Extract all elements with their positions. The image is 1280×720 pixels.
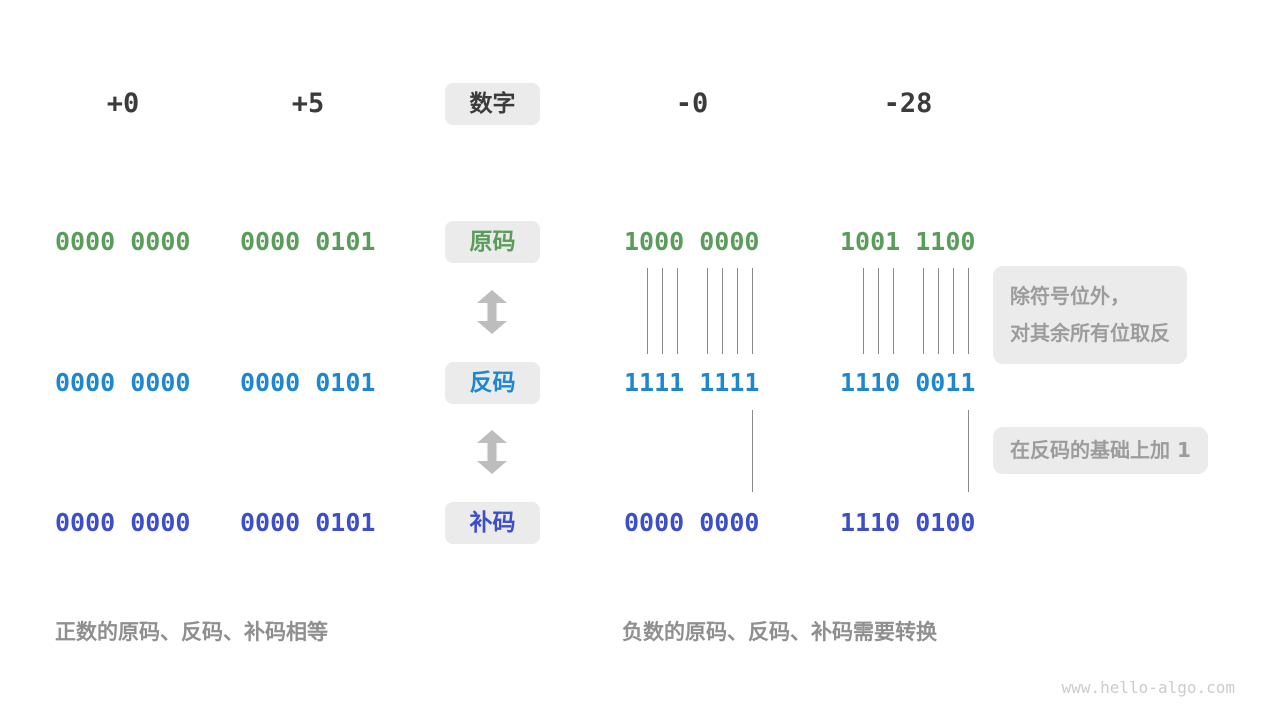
bit-connector-line <box>646 268 648 354</box>
twos-complement-plus5: 0000 0101 <box>240 508 376 537</box>
twos-complement-badge: 补码 <box>445 502 540 544</box>
ones-complement-badge: 反码 <box>445 362 540 404</box>
header-value-plus5: +5 <box>291 88 325 119</box>
ones-complement-minus28: 1110 0011 <box>840 368 976 397</box>
ones-complement-plus0: 0000 0000 <box>55 368 191 397</box>
bit-connector-line <box>706 268 709 354</box>
bit-connector-line <box>736 268 739 354</box>
ones-complement-plus5: 0000 0101 <box>240 368 376 397</box>
bit-connector-line <box>937 268 940 354</box>
bit-connector-line <box>922 268 925 354</box>
bit-connector-line <box>967 268 970 354</box>
positive-numbers-caption: 正数的原码、反码、补码相等 <box>55 620 328 644</box>
bit-connector-line <box>892 268 895 354</box>
sign-magnitude-minus0: 1000 0000 <box>624 227 760 256</box>
bit-connector-line <box>751 410 754 492</box>
bit-connector-line <box>877 268 880 354</box>
sign-magnitude-badge: 原码 <box>445 221 540 263</box>
twos-complement-minus0: 0000 0000 <box>624 508 760 537</box>
sign-magnitude-plus5: 0000 0101 <box>240 227 376 256</box>
twos-complement-minus28: 1110 0100 <box>840 508 976 537</box>
bit-connector-line <box>721 268 724 354</box>
sign-magnitude-minus28: 1001 1100 <box>840 227 976 256</box>
bit-connector-line <box>751 268 754 354</box>
invert-bits-note: 除符号位外， 对其余所有位取反 <box>993 266 1187 364</box>
bit-connector-line <box>952 268 955 354</box>
watermark: www.hello-algo.com <box>1061 678 1235 697</box>
bit-connector-line <box>862 268 864 354</box>
updown-arrow-icon <box>477 290 507 334</box>
bit-connector-line <box>676 268 679 354</box>
bit-connector-line <box>967 410 970 492</box>
header-value-plus0: +0 <box>106 88 140 119</box>
header-value-minus28: -28 <box>883 88 933 119</box>
bit-connector-line <box>661 268 664 354</box>
ones-complement-minus0: 1111 1111 <box>624 368 760 397</box>
number-badge: 数字 <box>445 83 540 125</box>
sign-magnitude-plus0: 0000 0000 <box>55 227 191 256</box>
negative-numbers-caption: 负数的原码、反码、补码需要转换 <box>622 620 937 644</box>
twos-complement-plus0: 0000 0000 <box>55 508 191 537</box>
add-one-note: 在反码的基础上加 1 <box>993 427 1208 474</box>
header-value-minus0: -0 <box>675 88 709 119</box>
updown-arrow-icon <box>477 430 507 474</box>
